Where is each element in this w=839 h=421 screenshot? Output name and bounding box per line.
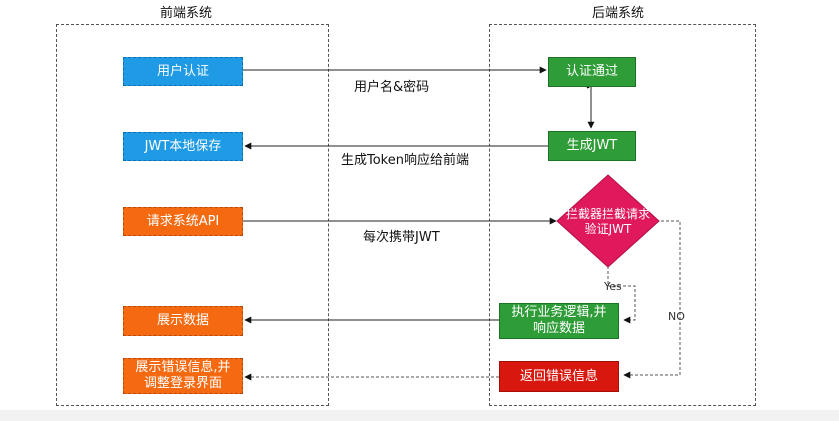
backend-title: 后端系统 <box>592 6 645 21</box>
exec-logic-line1: 执行业务逻辑,并 <box>511 305 607 320</box>
edge-label-yes: Yes <box>604 280 622 293</box>
request-api-box: 请求系统API <box>123 207 243 236</box>
backend-frame <box>489 24 756 406</box>
jwt-store-box: JWT本地保存 <box>123 132 243 161</box>
arrow-yes-path <box>607 266 636 324</box>
show-data-box: 展示数据 <box>123 306 243 336</box>
edge-label-carry-jwt: 每次携带JWT <box>363 230 440 245</box>
interceptor-text: 拦截器拦截请求 验证JWT <box>555 207 661 237</box>
user-auth-box: 用户认证 <box>123 57 243 86</box>
frontend-title: 前端系统 <box>160 6 213 21</box>
gen-jwt-box: 生成JWT <box>548 131 636 161</box>
interceptor-line2: 验证JWT <box>584 222 632 236</box>
edge-label-username-password: 用户名&密码 <box>354 80 430 95</box>
auth-pass-box: 认证通过 <box>548 57 636 87</box>
show-error-line1: 展示错误信息,并 <box>135 360 231 375</box>
show-error-line2: 调整登录界面 <box>143 376 222 391</box>
arrow-no-path <box>623 220 681 379</box>
edge-label-token-response: 生成Token响应给前端 <box>341 153 469 168</box>
interceptor-diamond <box>556 174 660 268</box>
exec-logic-line2: 响应数据 <box>532 321 585 336</box>
frontend-frame <box>56 24 329 406</box>
show-error-box: 展示错误信息,并 调整登录界面 <box>123 358 243 394</box>
bottom-strip <box>0 410 839 421</box>
interceptor-line1: 拦截器拦截请求 <box>565 207 650 221</box>
edge-label-no: NO <box>668 310 685 323</box>
exec-logic-box: 执行业务逻辑,并 响应数据 <box>499 303 619 339</box>
return-error-box: 返回错误信息 <box>499 361 619 392</box>
